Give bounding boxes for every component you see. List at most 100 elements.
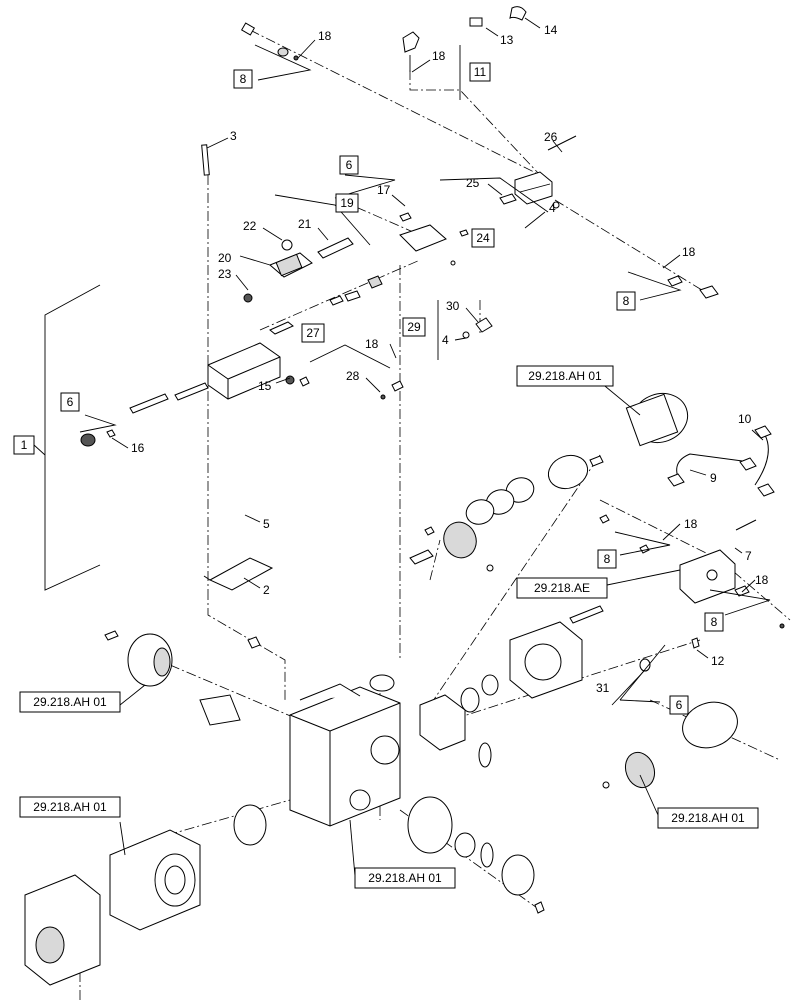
callout-28-text: 28 bbox=[346, 369, 360, 383]
ref-left-upper-text: 29.218.AH 01 bbox=[33, 695, 107, 709]
callout-22-text: 22 bbox=[243, 219, 257, 233]
callout-19: 19 bbox=[335, 193, 359, 213]
callout-18a: 18 bbox=[318, 29, 332, 43]
callout-19-text: 19 bbox=[340, 196, 354, 210]
callout-15-text: 15 bbox=[258, 379, 272, 393]
callout-11: 11 bbox=[469, 62, 491, 82]
callout-24-text: 24 bbox=[476, 231, 490, 245]
callout-17: 17 bbox=[377, 183, 391, 197]
ref-box-left-upper: 29.218.AH 01 bbox=[19, 691, 121, 713]
callout-14-text: 14 bbox=[544, 23, 558, 37]
leader-lines bbox=[33, 17, 771, 877]
part-solenoid-assembly bbox=[201, 144, 469, 306]
callout-12-text: 12 bbox=[711, 654, 725, 668]
callout-2-text: 2 bbox=[263, 583, 270, 597]
callout-30: 30 bbox=[446, 299, 460, 313]
ref-left-lower-text: 29.218.AH 01 bbox=[33, 800, 107, 814]
callout-18e: 18 bbox=[684, 517, 698, 531]
callout-21: 21 bbox=[298, 217, 312, 231]
ref-box-ae: 29.218.AE bbox=[516, 577, 608, 599]
callout-27-text: 27 bbox=[306, 326, 320, 340]
callout-2: 2 bbox=[263, 583, 270, 597]
callout-5-text: 5 bbox=[263, 517, 270, 531]
callout-26-text: 26 bbox=[544, 130, 558, 144]
callout-8d: 8 bbox=[704, 612, 724, 632]
ref-box-bottom-center: 29.218.AH 01 bbox=[354, 867, 456, 889]
callout-6c: 6 bbox=[669, 695, 689, 715]
ref-ae-text: 29.218.AE bbox=[534, 581, 590, 595]
callout-17-text: 17 bbox=[377, 183, 391, 197]
part-main-pump-housing bbox=[247, 636, 401, 827]
part-shaft-seals-left bbox=[104, 630, 241, 726]
ref-bottom-center-text: 29.218.AH 01 bbox=[368, 871, 442, 885]
callout-30-text: 30 bbox=[446, 299, 460, 313]
callout-25: 25 bbox=[466, 176, 480, 190]
callout-1: 1 bbox=[13, 435, 35, 455]
part-fittings-top bbox=[240, 6, 527, 72]
callout-6a-text: 6 bbox=[67, 395, 74, 409]
callout-18e-text: 18 bbox=[684, 517, 698, 531]
callout-18d: 18 bbox=[365, 337, 379, 351]
part-pump-rear bbox=[602, 701, 738, 789]
callout-29: 29 bbox=[402, 317, 426, 337]
callout-4a-text: 4 bbox=[549, 201, 556, 215]
callout-13-text: 13 bbox=[500, 33, 514, 47]
callout-20: 20 bbox=[218, 251, 232, 265]
callout-27: 27 bbox=[301, 323, 325, 343]
callout-6c-text: 6 bbox=[676, 698, 683, 712]
callout-26: 26 bbox=[544, 130, 558, 144]
callout-18b: 18 bbox=[432, 49, 446, 63]
callout-8a: 8 bbox=[233, 69, 253, 89]
callout-22: 22 bbox=[243, 219, 257, 233]
callout-8b: 8 bbox=[616, 291, 636, 311]
callout-11-text: 11 bbox=[474, 65, 487, 79]
callout-10: 10 bbox=[738, 412, 752, 426]
callout-29-text: 29 bbox=[407, 320, 421, 334]
callout-8c: 8 bbox=[597, 549, 617, 569]
callout-4b-text: 4 bbox=[442, 333, 449, 347]
callout-10-text: 10 bbox=[738, 412, 752, 426]
callout-14: 14 bbox=[544, 23, 558, 37]
part-manifold-block bbox=[599, 514, 785, 672]
ref-box-top-right: 29.218.AH 01 bbox=[516, 365, 614, 387]
callout-6b-text: 6 bbox=[346, 158, 353, 172]
part-front-pump bbox=[24, 796, 545, 986]
callout-25-text: 25 bbox=[466, 176, 480, 190]
callout-23: 23 bbox=[218, 267, 232, 281]
callout-8b-text: 8 bbox=[623, 294, 630, 308]
callout-4b: 4 bbox=[442, 333, 449, 347]
ref-top-right-text: 29.218.AH 01 bbox=[528, 369, 602, 383]
callout-18f-text: 18 bbox=[755, 573, 769, 587]
callout-16: 16 bbox=[131, 441, 145, 455]
callout-13: 13 bbox=[500, 33, 514, 47]
callout-18b-text: 18 bbox=[432, 49, 446, 63]
callout-18f: 18 bbox=[755, 573, 769, 587]
callout-23-text: 23 bbox=[218, 267, 232, 281]
callout-21-text: 21 bbox=[298, 217, 312, 231]
callout-9: 9 bbox=[710, 471, 717, 485]
callout-31-text: 31 bbox=[596, 681, 610, 695]
callout-18a-text: 18 bbox=[318, 29, 332, 43]
part-valve-block-upper bbox=[499, 135, 719, 299]
callout-6b: 6 bbox=[339, 155, 359, 175]
callout-18c: 18 bbox=[682, 245, 696, 259]
assembly-centerlines bbox=[79, 29, 791, 1000]
callout-7: 7 bbox=[745, 549, 752, 563]
callout-9-text: 9 bbox=[710, 471, 717, 485]
callout-12: 12 bbox=[711, 654, 725, 668]
callout-31: 31 bbox=[596, 681, 610, 695]
callout-5: 5 bbox=[263, 517, 270, 531]
part-hose-assembly bbox=[667, 425, 775, 497]
callouts: 1 2 3 4 4 5 6 6 6 7 8 8 8 8 9 10 11 12 1… bbox=[13, 23, 769, 715]
ref-box-left-lower: 29.218.AH 01 bbox=[19, 796, 121, 818]
ref-box-bottom-right: 29.218.AH 01 bbox=[657, 807, 759, 829]
callout-24: 24 bbox=[471, 228, 495, 248]
part-end-cap-right bbox=[419, 605, 604, 768]
callout-16-text: 16 bbox=[131, 441, 145, 455]
callout-28: 28 bbox=[346, 369, 360, 383]
callout-4a: 4 bbox=[549, 201, 556, 215]
callout-3-text: 3 bbox=[230, 129, 237, 143]
callout-8a-text: 8 bbox=[240, 72, 247, 86]
reference-boxes: 29.218.AH 01 29.218.AE 29.218.AH 01 29.2… bbox=[19, 365, 759, 889]
part-charge-pump-stack bbox=[409, 392, 689, 572]
